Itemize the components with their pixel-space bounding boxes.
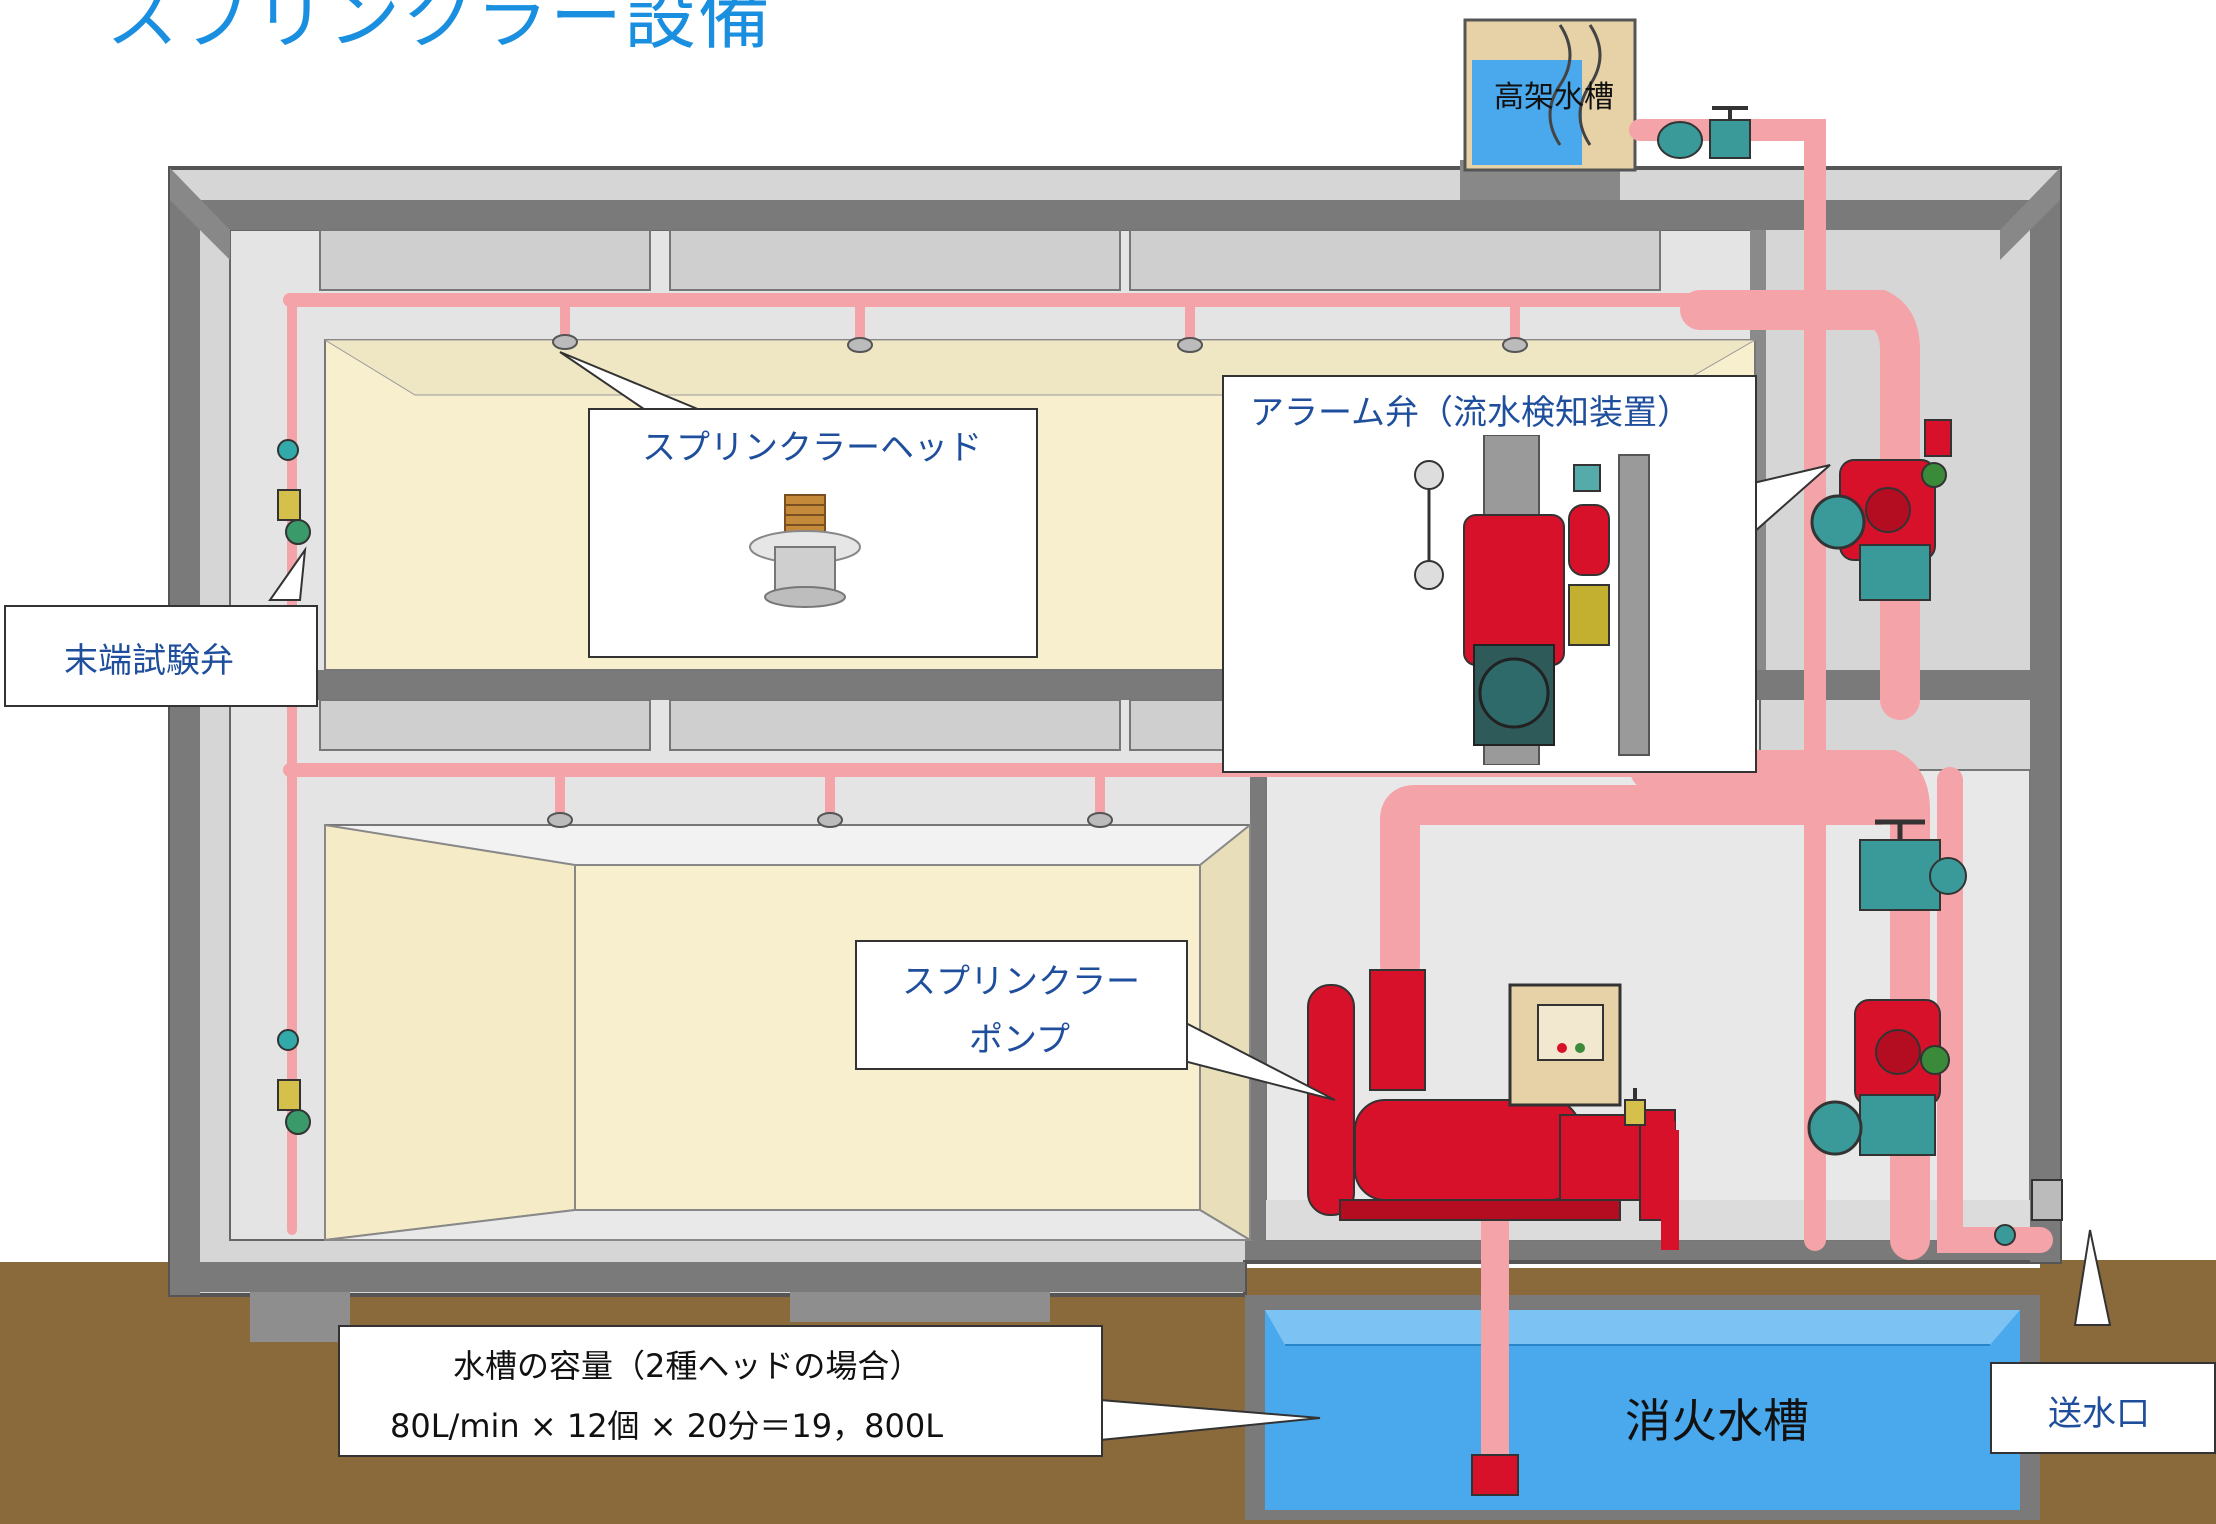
right-alarm-valve-lower: [1807, 999, 1950, 1156]
fire-water-tank: [1245, 1295, 2040, 1520]
pump-callout: スプリンクラー ポンプ: [855, 940, 1188, 1070]
alarm-valve-icon: [1414, 435, 1650, 765]
left-wall-test-valves: [277, 439, 311, 1135]
elevated-water-tank: [1460, 18, 1637, 200]
sprinkler-pump-unit: [1307, 969, 1679, 1496]
sprinkler-head-icon: [749, 494, 861, 608]
inlet-label: 送水口: [2048, 1394, 2150, 1434]
inlet-callout: 送水口: [1990, 1362, 2216, 1454]
sprinkler-head-callout: スプリンクラーヘッド: [588, 408, 1038, 658]
right-alarm-valve-upper: [1810, 419, 1952, 601]
end-test-valve-label: 末端試験弁: [64, 641, 234, 681]
right-gate-valve-middle: [1859, 819, 1967, 911]
tank-capacity-line1: 水槽の容量（2種ヘッドの場合）: [453, 1347, 922, 1385]
sprinkler-head-label: スプリンクラーヘッド: [642, 428, 982, 468]
elevated-tank-label: 高架水槽: [1494, 80, 1614, 115]
page-title: スプリンクラー設備: [106, 0, 773, 59]
pump-label-line1: スプリンクラー: [902, 962, 1140, 1002]
tank-capacity-line2: 80L/min × 12個 × 20分＝19，800L: [390, 1407, 944, 1445]
roof-gate-valve: [1657, 106, 1751, 159]
fire-tank-label: 消火水槽: [1625, 1394, 1809, 1448]
alarm-valve-callout: アラーム弁（流水検知装置）: [1222, 375, 1757, 773]
ceiling-sprinkler-heads: [547, 334, 1528, 828]
alarm-valve-label: アラーム弁（流水検知装置）: [1250, 393, 1691, 433]
sprinkler-pipe-network: [283, 119, 2053, 1494]
tank-capacity-callout: 水槽の容量（2種ヘッドの場合） 80L/min × 12個 × 20分＝19，8…: [338, 1325, 1103, 1457]
end-test-valve-callout: 末端試験弁: [4, 605, 318, 707]
pump-label-line2: ポンプ: [969, 1020, 1070, 1060]
fire-department-inlet: [1994, 1179, 2063, 1246]
callout-pointers: [268, 351, 2112, 1442]
